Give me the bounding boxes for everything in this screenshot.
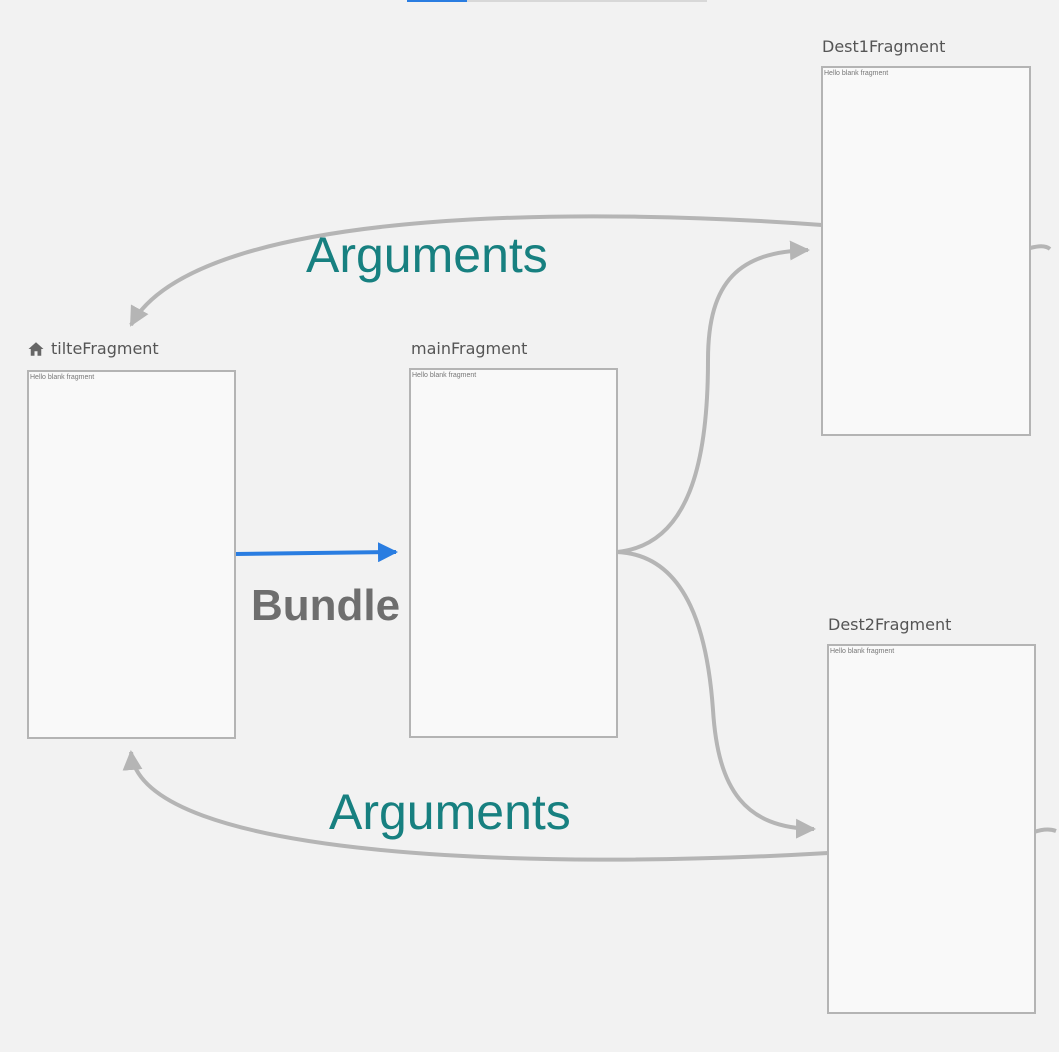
scroll-indicator-thumb[interactable] (407, 0, 467, 2)
arguments-label-top: Arguments (306, 227, 548, 283)
fragment-dest1-label: Dest1Fragment (822, 37, 946, 56)
arguments-label-bottom: Arguments (329, 784, 571, 840)
fragment-title-label: tilteFragment (51, 339, 159, 358)
fragment-main-header[interactable]: mainFragment (411, 339, 527, 358)
action-main-to-dest2[interactable] (616, 550, 816, 839)
fragment-dest1-preview[interactable]: Hello blank fragment (821, 66, 1031, 436)
fragment-dest2-preview[interactable]: Hello blank fragment (827, 644, 1036, 1014)
fragment-dest1-header[interactable]: Dest1Fragment (822, 37, 945, 56)
action-title-to-main[interactable] (234, 542, 398, 563)
fragment-dest2-header[interactable]: Dest2Fragment (828, 615, 951, 634)
fragment-dest1-content: Hello blank fragment (824, 70, 889, 77)
fragment-main-preview[interactable]: Hello blank fragment (409, 368, 618, 738)
fragment-title-content: Hello blank fragment (30, 374, 95, 381)
home-icon (28, 341, 44, 356)
fragment-main-content: Hello blank fragment (412, 372, 477, 379)
scroll-indicator[interactable] (407, 0, 707, 2)
dest2-exit-action[interactable] (1033, 827, 1057, 834)
action-dest1-to-title[interactable] (129, 214, 823, 327)
fragment-dest2-label: Dest2Fragment (828, 615, 952, 634)
action-main-to-dest1[interactable] (616, 240, 810, 554)
bundle-label: Bundle (251, 581, 401, 630)
fragment-title-preview[interactable]: Hello blank fragment (27, 370, 236, 739)
fragment-title-header[interactable]: tilteFragment (27, 339, 159, 358)
fragment-main-label: mainFragment (411, 339, 528, 358)
dest1-exit-action[interactable] (1029, 244, 1052, 251)
action-dest2-to-title[interactable] (122, 750, 829, 862)
fragment-dest2-content: Hello blank fragment (830, 648, 895, 655)
